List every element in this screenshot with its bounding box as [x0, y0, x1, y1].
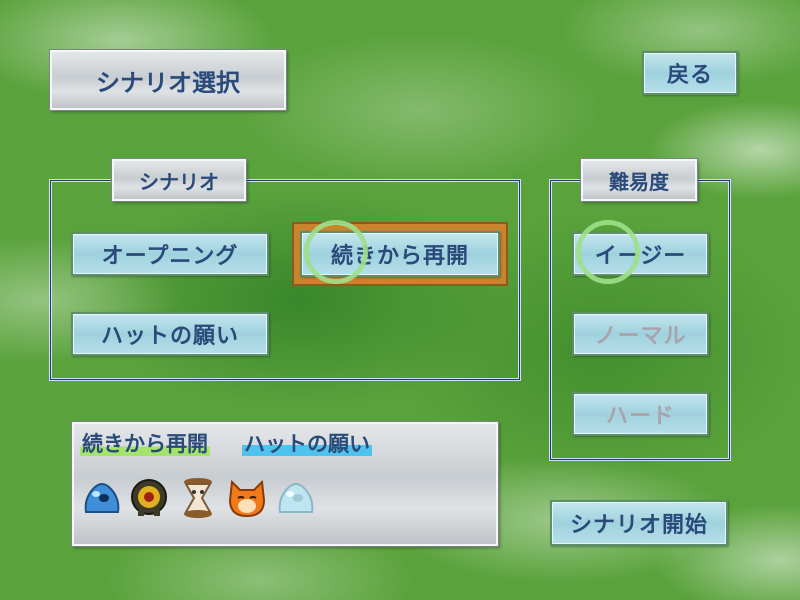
scenario-group-label-panel: シナリオ [111, 158, 247, 202]
screen-title-panel: シナリオ選択 [49, 49, 287, 111]
difficulty-cursor-ring [576, 220, 640, 284]
info-tag-continue: 続きから再開 [80, 432, 210, 456]
scenario-cursor-ring [304, 220, 368, 284]
difficulty-hard-button[interactable]: ハード [572, 392, 709, 436]
scenario-info-panel: 続きから再開 ハットの願い [71, 421, 499, 547]
scenario-group-label: シナリオ [139, 169, 219, 194]
info-tag-hat-wish: ハットの願い [242, 432, 372, 456]
one-eyed-creature-icon [131, 479, 167, 516]
back-button[interactable]: 戻る [642, 51, 738, 95]
blue-slime-icon [84, 483, 120, 513]
pale-slime-icon [278, 483, 314, 513]
scenario-opening-button[interactable]: オープニング [71, 232, 269, 276]
scenario-hat-wish-button[interactable]: ハットの願い [71, 312, 269, 356]
orange-fox-icon [228, 479, 266, 518]
difficulty-group-label-panel: 難易度 [580, 158, 698, 202]
difficulty-group-label: 難易度 [609, 169, 669, 194]
hourglass-creature-icon [184, 478, 212, 518]
scenario-group-frame [50, 180, 520, 380]
difficulty-normal-button[interactable]: ノーマル [572, 312, 709, 356]
screen-title: シナリオ選択 [96, 68, 240, 97]
start-scenario-button[interactable]: シナリオ開始 [550, 500, 728, 546]
